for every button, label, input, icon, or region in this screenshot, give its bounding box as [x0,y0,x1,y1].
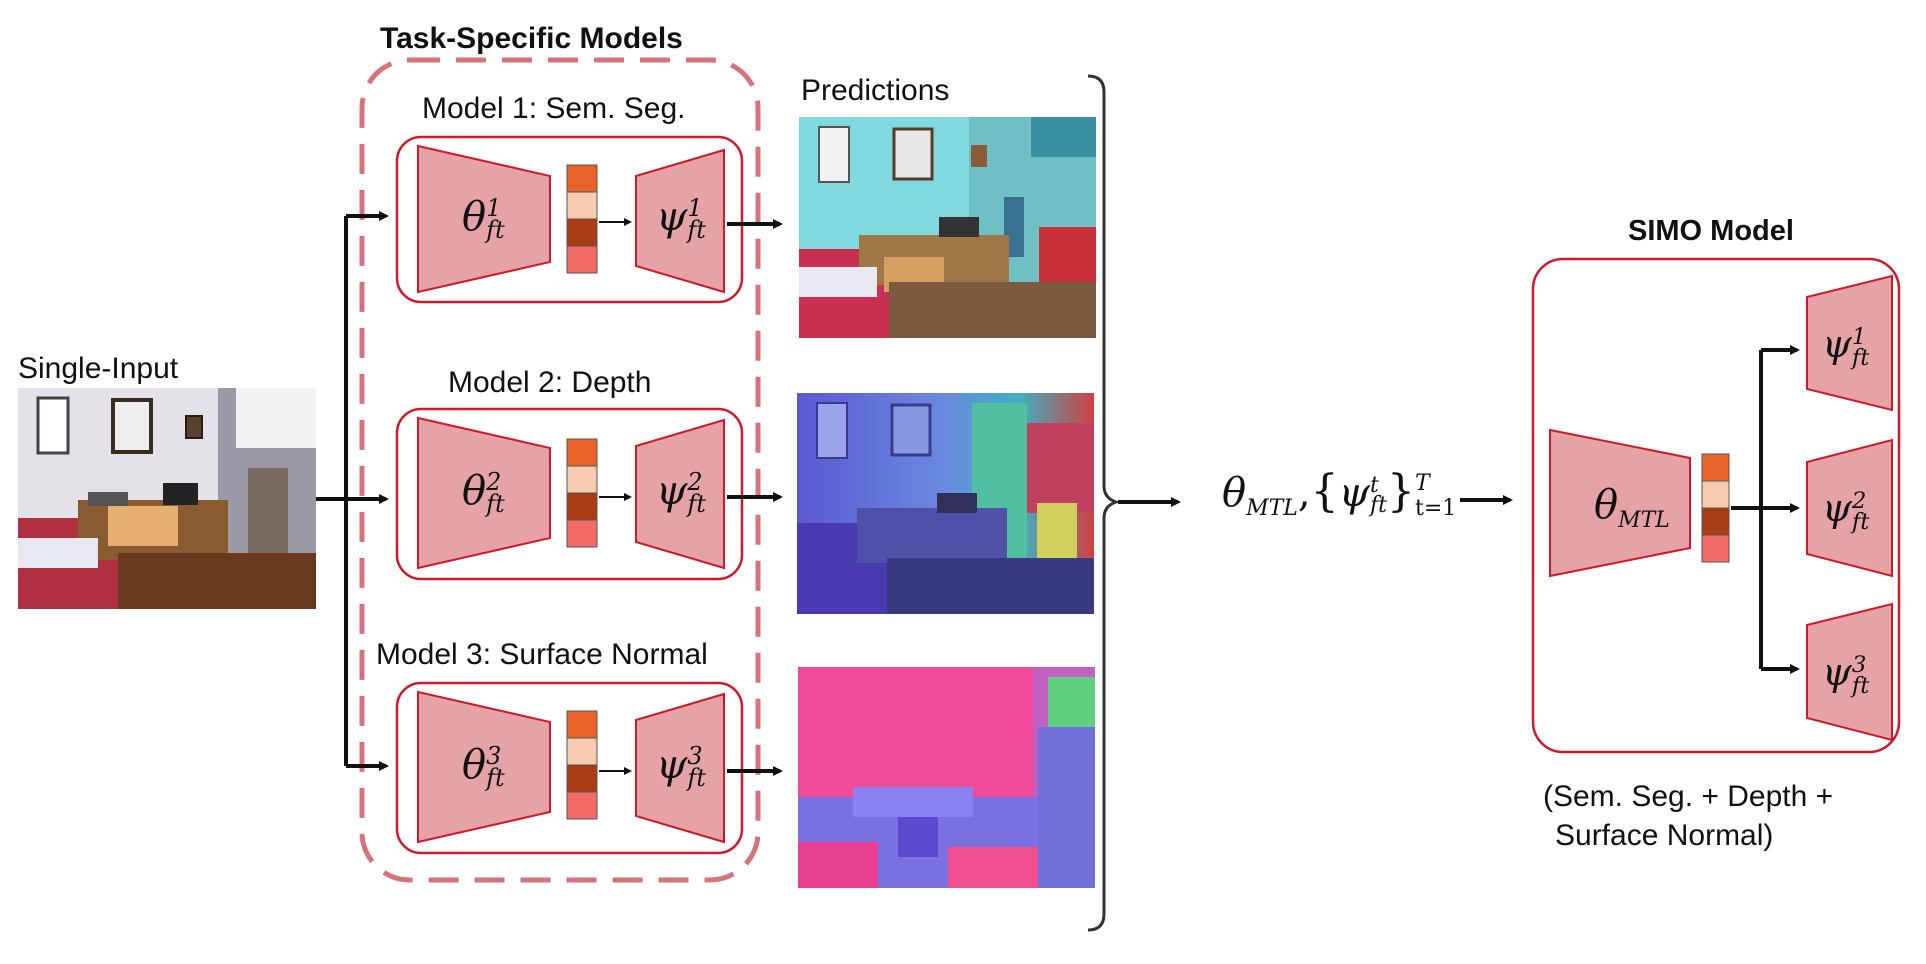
simo-head-3-trapezoid [1806,602,1893,742]
model-3-box [395,681,744,855]
single-input-image [18,388,316,609]
task-specific-title: Task-Specific Models [380,22,683,55]
group-bracket [1087,74,1121,932]
feature-vector-3 [566,710,598,820]
model-2-box [395,407,744,581]
model-1-title: Model 1: Sem. Seg. [422,92,686,125]
predictions-label: Predictions [801,74,950,107]
simo-model-box [1531,257,1901,754]
prediction-normal-image [798,667,1095,888]
simo-head-2-trapezoid [1806,438,1893,578]
encoder-1-trapezoid [417,144,551,294]
decoder-1-trapezoid [635,148,725,294]
prediction-depth-image [797,393,1094,614]
prediction-semseg-image [799,117,1096,338]
input-branch-arrows [316,211,389,771]
feature-vector-1 [566,164,598,274]
simo-title: SIMO Model [1628,215,1794,247]
simo-encoder-trapezoid [1549,428,1691,578]
model-1-box [395,135,744,304]
simo-encoder-label: θMTL [1594,482,1670,533]
model-2-title: Model 2: Depth [448,366,652,399]
single-input-label: Single-Input [18,352,179,385]
simo-feature-vector [1701,453,1730,563]
encoder-2-trapezoid [417,416,551,570]
simo-head-1-trapezoid [1806,274,1893,412]
feature-vector-2 [566,438,598,548]
simo-caption-line2: Surface Normal) [1555,819,1774,852]
decoder-2-trapezoid [635,418,725,570]
task-specific-container [359,57,761,883]
encoder-3-trapezoid [417,690,551,844]
prediction-arrows [727,219,783,776]
model-3-title: Model 3: Surface Normal [376,638,708,671]
simo-branch-arrows [1731,345,1800,674]
decoder-3-trapezoid [635,692,725,844]
simo-caption-line1: (Sem. Seg. + Depth + [1543,780,1834,813]
